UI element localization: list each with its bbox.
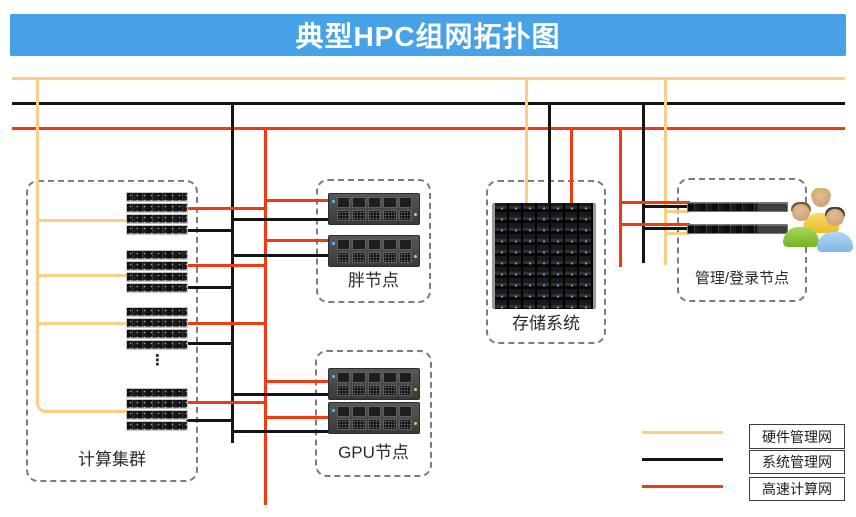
rack-server xyxy=(126,340,188,350)
server-module-row xyxy=(337,406,412,417)
legend-line-system-net xyxy=(642,458,723,461)
mgmt-server-2 xyxy=(687,224,788,234)
gpu-node-label: GPU节点 xyxy=(338,443,409,462)
system-net-link-stack1 xyxy=(186,229,234,232)
compute-cluster-label: 计算集群 xyxy=(78,450,146,469)
rack-server xyxy=(126,318,188,328)
server-drive-row xyxy=(337,419,412,430)
system-net-drop-left xyxy=(231,102,234,443)
user-head xyxy=(812,190,830,207)
rack-server xyxy=(126,203,188,213)
compute-server-stack-4 xyxy=(126,388,188,432)
compute-server-stack-1 xyxy=(126,192,188,236)
server-module-row xyxy=(337,239,412,250)
rack-server xyxy=(126,192,188,202)
storage-label: 存储系统 xyxy=(512,314,580,333)
compute-server-stack-2 xyxy=(126,250,188,294)
server-module-row xyxy=(337,372,412,383)
hardware-net-drop-mgmt xyxy=(664,77,667,265)
system-net-link-gpu2 xyxy=(231,430,330,433)
user-body xyxy=(783,227,819,247)
fat-node-server-1 xyxy=(328,193,420,225)
hardware-net-branch-stack1 xyxy=(39,219,127,222)
rack-server xyxy=(126,283,188,293)
diagram-title: 典型HPC组网拓扑图 xyxy=(10,14,846,56)
legend-label-compute-net: 高速计算网 xyxy=(749,477,845,501)
system-net-link-stack3 xyxy=(186,342,234,345)
group-gpu-node: GPU节点 xyxy=(315,350,432,477)
legend-label-hardware-net: 硬件管理网 xyxy=(749,424,845,449)
rack-server xyxy=(126,272,188,282)
gpu-node-server-2 xyxy=(328,402,420,434)
compute-net-link-fat1 xyxy=(264,199,330,202)
rack-server xyxy=(126,225,188,235)
compute-net-bus xyxy=(12,127,845,130)
system-net-drop-mgmt xyxy=(642,102,645,263)
storage-array xyxy=(492,203,596,309)
compute-net-link-stack3 xyxy=(186,322,267,325)
hardware-net-branch-stack3 xyxy=(39,322,127,325)
system-net-link-stack4 xyxy=(186,419,234,422)
server-module-row xyxy=(337,197,412,208)
rack-server xyxy=(126,261,188,271)
system-net-bus xyxy=(12,102,845,105)
compute-net-link-stack4 xyxy=(186,401,267,404)
fat-node-server-2 xyxy=(328,235,420,267)
legend-line-hardware-net xyxy=(642,431,723,434)
mgmt-server-1 xyxy=(687,202,788,212)
hardware-net-link-mgmt1 xyxy=(664,210,690,213)
compute-net-drop-mgmt xyxy=(619,127,622,267)
user-head xyxy=(792,204,810,221)
user-body xyxy=(817,232,853,252)
system-net-link-mgmt2 xyxy=(642,227,690,230)
rack-server xyxy=(126,421,188,431)
system-net-link-fat1 xyxy=(231,218,330,221)
server-drive-row xyxy=(337,385,412,396)
rack-server xyxy=(126,410,188,420)
user-icon-green xyxy=(783,201,819,247)
rack-server xyxy=(126,399,188,409)
compute-server-stack-3 xyxy=(126,307,188,351)
hardware-net-drop-storage xyxy=(525,77,528,204)
hardware-net-link-mgmt2 xyxy=(664,232,690,235)
mgmt-login-label: 管理/登录节点 xyxy=(694,270,790,287)
legend-line-compute-net xyxy=(642,485,723,488)
system-net-link-mgmt1 xyxy=(642,205,690,208)
legend-label-system-net: 系统管理网 xyxy=(749,450,845,474)
hardware-net-drop-cluster xyxy=(36,77,131,413)
compute-net-link-stack1 xyxy=(186,207,267,210)
user-head xyxy=(826,209,844,226)
rack-server xyxy=(126,388,188,398)
compute-net-link-gpu2 xyxy=(264,416,330,419)
system-net-drop-storage xyxy=(548,102,551,204)
compute-net-link-gpu1 xyxy=(264,380,330,383)
more-servers-ellipsis: ⋮ xyxy=(150,352,165,369)
compute-net-link-mgmt1 xyxy=(619,201,690,204)
system-net-link-stack2 xyxy=(186,286,234,289)
compute-net-drop-storage xyxy=(570,127,573,204)
gpu-node-server-1 xyxy=(328,368,420,400)
user-icon-yellow xyxy=(803,187,839,233)
compute-net-link-mgmt2 xyxy=(619,223,690,226)
user-icon-blue xyxy=(817,206,853,252)
rack-server xyxy=(126,214,188,224)
group-compute-cluster: 计算集群 xyxy=(26,180,198,482)
hardware-net-branch-stack2 xyxy=(39,274,127,277)
fat-node-label: 胖节点 xyxy=(348,271,399,290)
compute-net-drop-left xyxy=(264,127,267,505)
system-net-link-fat2 xyxy=(231,254,330,257)
rack-server xyxy=(126,329,188,339)
hardware-net-bus xyxy=(12,77,845,80)
rack-server xyxy=(126,250,188,260)
compute-net-link-fat2 xyxy=(264,239,330,242)
server-drive-row xyxy=(337,252,412,263)
server-drive-row xyxy=(337,210,412,221)
compute-net-link-stack2 xyxy=(186,264,267,267)
rack-server xyxy=(126,307,188,317)
group-storage: 存储系统 xyxy=(486,180,606,344)
system-net-link-gpu1 xyxy=(231,393,330,396)
